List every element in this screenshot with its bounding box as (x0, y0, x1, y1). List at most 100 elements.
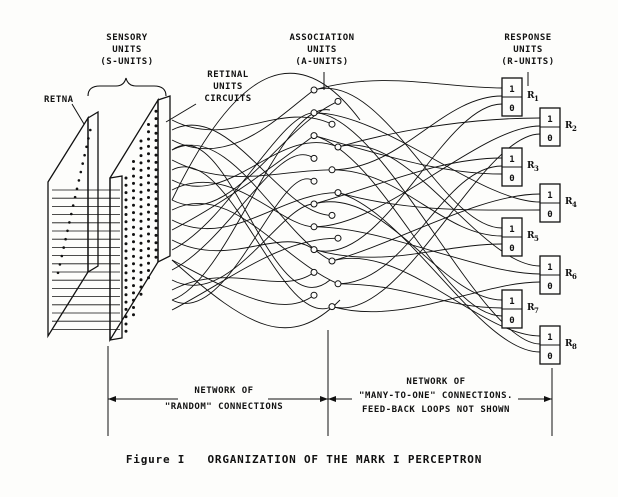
sensory-unit (147, 137, 150, 141)
sensory-brace (87, 77, 167, 97)
association-unit (334, 189, 342, 197)
sensory-unit (124, 176, 128, 180)
sensory-unit (139, 197, 143, 201)
sensory-unit (139, 168, 143, 172)
sensory-label: SENSORY UNITS (S-UNITS) (100, 33, 153, 67)
sensory-unit (132, 262, 135, 266)
sensory-unit (154, 248, 158, 252)
retina-receptor (60, 254, 64, 258)
sensory-unit (124, 227, 128, 231)
response-state-on: 1 (509, 155, 514, 165)
retina-receptor (87, 137, 90, 140)
sensory-unit (124, 300, 128, 304)
association-unit (310, 177, 318, 185)
sensory-unit (132, 284, 135, 288)
many-to-one-connection (313, 135, 503, 317)
sensory-unit (124, 278, 128, 282)
random-connection (171, 135, 315, 231)
association-unit (310, 200, 318, 208)
sensory-unit (154, 168, 158, 172)
random-network-label: NETWORK OF "RANDOM" CONNECTIONS (165, 386, 283, 412)
many-to-one-connection (331, 133, 541, 309)
many-to-one-connection (337, 192, 541, 211)
sensory-unit (132, 298, 135, 302)
response-label-sub: 7 (534, 306, 539, 315)
sensory-unit (154, 109, 158, 113)
association-unit (334, 234, 342, 242)
sensory-unit (154, 182, 158, 186)
association-unit (310, 223, 318, 231)
retinal-label-line3: CIRCUITS (204, 94, 251, 104)
response-state-off: 0 (509, 316, 514, 326)
sensory-unit (132, 240, 135, 244)
retinal-circuits-pointer (165, 103, 197, 123)
sensory-unit (147, 247, 150, 251)
many-to-one-connection (313, 112, 541, 345)
sensory-unit (147, 239, 150, 243)
sensory-unit (147, 130, 150, 134)
response-label-sub: 2 (572, 124, 577, 133)
sensory-unit (132, 306, 135, 309)
association-unit (310, 268, 318, 276)
sensory-unit (147, 225, 150, 229)
sensory-unit (154, 124, 158, 128)
sensory-unit (132, 291, 135, 295)
association-unit (328, 166, 336, 174)
random-connection (171, 109, 331, 301)
many-to-one-connection (313, 80, 503, 91)
sensory-unit (139, 205, 143, 209)
association-label: ASSOCIATION UNITS (A-UNITS) (289, 33, 354, 67)
random-connection (171, 112, 315, 251)
sensory-unit (124, 256, 128, 260)
sensory-unit (132, 247, 135, 251)
response-label: R (527, 231, 535, 241)
sensory-units (124, 109, 158, 333)
retinal-label: RETINAL UNITS CIRCUITS (204, 70, 251, 104)
many-to-one-connection (331, 193, 541, 262)
sensory-unit (147, 123, 150, 126)
response-label-line1: RESPONSE (504, 33, 551, 43)
sensory-unit (132, 276, 135, 280)
response-state-on: 1 (547, 115, 552, 125)
many-to-one-connection (313, 87, 503, 229)
sensory-unit (154, 226, 158, 230)
sensory-unit (139, 176, 143, 179)
retina-receptor (64, 237, 67, 241)
sensory-unit (147, 174, 150, 178)
association-unit (310, 109, 318, 117)
sensory-unit (124, 213, 128, 216)
sensory-unit (154, 160, 158, 164)
sensory-unit (147, 217, 150, 221)
sensory-unit (139, 146, 143, 150)
association-unit (328, 120, 336, 128)
sensory-unit (147, 144, 150, 148)
sensory-unit (147, 196, 150, 199)
response-state-on: 1 (547, 263, 552, 273)
sensory-label-line1: SENSORY (106, 33, 148, 43)
association-unit (334, 280, 342, 288)
many-to-one-connection (337, 117, 541, 148)
sensory-unit (154, 146, 158, 150)
response-label: R (565, 197, 573, 207)
retinal-label-line2: UNITS (213, 82, 243, 92)
retina-receptor (73, 195, 77, 199)
association-label-line1: ASSOCIATION (289, 33, 354, 43)
sensory-unit (132, 181, 135, 185)
response-label: R (565, 121, 573, 131)
sensory-unit (139, 241, 143, 245)
retina-receptor (77, 179, 81, 182)
random-connection (171, 203, 315, 286)
association-unit (334, 97, 342, 105)
many-to-one-label: NETWORK OF "MANY-TO-ONE" CONNECTIONS. FE… (359, 377, 512, 415)
retina-receptors (56, 128, 92, 275)
response-label: RESPONSE UNITS (R-UNITS) (501, 33, 554, 67)
many-to-one-connection (331, 95, 503, 171)
association-unit (310, 246, 318, 254)
response-state-off: 0 (509, 244, 514, 254)
response-label: R (565, 339, 573, 349)
sensory-unit (124, 198, 128, 202)
retina-pointer (71, 103, 85, 125)
